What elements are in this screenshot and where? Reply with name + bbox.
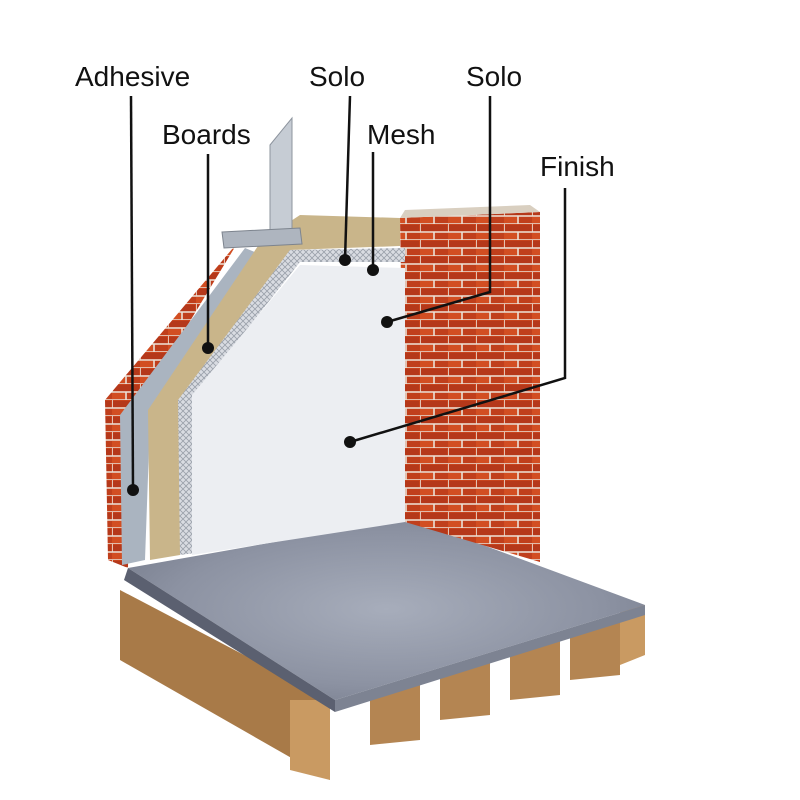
mesh-layer [178,248,405,555]
finish-layer [192,265,405,555]
dot-solo-right [381,316,393,328]
label-adhesive: Adhesive [75,61,191,92]
right-brick-wall [400,212,540,562]
leader-dots [127,254,393,496]
metal-bracket [221,116,303,249]
floor-joists [120,590,645,780]
adhesive-layer [120,248,262,565]
insulation-boards [148,215,400,560]
brick-wall-top [400,205,540,218]
label-mesh: Mesh [367,119,436,150]
dot-mesh [367,264,379,276]
label-boards: Boards [162,119,251,150]
floor-edge-side [335,605,645,712]
label-solo-right: Solo [466,61,523,92]
leader-solo-right [386,96,492,324]
label-finish: Finish [540,151,615,182]
label-solo-top: Solo [309,61,366,92]
dot-adhesive [127,484,139,496]
leader-adhesive [129,95,135,491]
leader-finish [349,188,567,444]
dot-solo-top [339,254,351,266]
leader-lines [129,95,567,491]
concrete-floor [128,518,645,700]
floor-edge [124,568,335,712]
dot-boards [202,342,214,354]
leader-solo-top [343,95,352,261]
dot-finish [344,436,356,448]
